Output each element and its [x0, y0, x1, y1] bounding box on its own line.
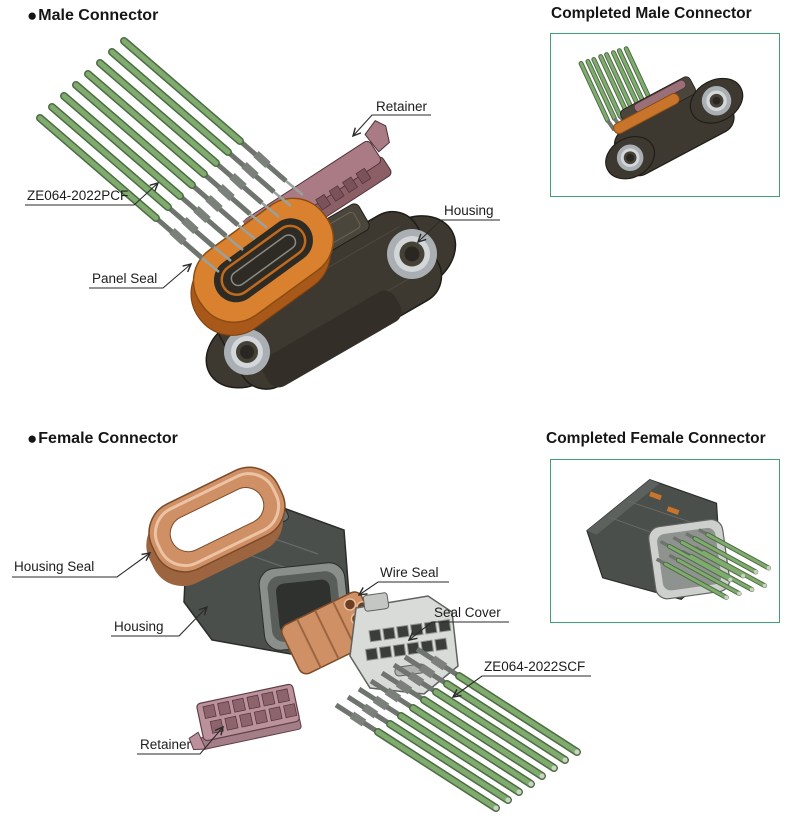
- male-wires: [37, 38, 243, 221]
- leader-seal-cover: [409, 621, 509, 640]
- completed-male-connector-image: [578, 46, 744, 180]
- label-male-housing: Housing: [444, 203, 494, 218]
- bullet-icon: ●: [27, 6, 38, 25]
- male-terminal-pins: [201, 180, 304, 273]
- leader-female-housing: [111, 607, 207, 637]
- leader-male-part-number: [25, 183, 158, 206]
- female-terminal-crimps: [349, 655, 448, 727]
- completed-male-heading: Completed Male Connector: [551, 5, 752, 22]
- leader-wire-seal: [359, 581, 449, 595]
- male-labels: Retainer ZE064-2022PCF Housing Panel Sea…: [25, 99, 500, 289]
- bullet-icon: ●: [27, 429, 38, 448]
- male-housing-metal-ring: [224, 229, 437, 375]
- female-housing-seal: [146, 466, 286, 587]
- leader-male-retainer: [353, 114, 431, 136]
- female-retainer: [188, 683, 302, 751]
- female-exploded-diagram: Housing Seal Housing Wire Seal Seal Cove…: [12, 466, 591, 812]
- female-wires: [375, 673, 580, 811]
- label-male-part-number: ZE064-2022PCF: [27, 188, 128, 203]
- male-exploded-diagram: Retainer ZE064-2022PCF Housing Panel Sea…: [25, 37, 500, 390]
- female-contact-wires: [334, 646, 581, 812]
- female-wire-tips: [493, 749, 580, 811]
- completed-male-connector-box: [550, 33, 780, 197]
- female-section-heading-text: Female Connector: [38, 430, 178, 447]
- male-contact-wires: [36, 37, 304, 273]
- leader-female-part-number: [453, 675, 591, 697]
- female-section-heading: ●Female Connector: [27, 429, 178, 449]
- male-terminal-crimps: [169, 151, 271, 245]
- label-seal-cover: Seal Cover: [434, 605, 501, 620]
- completed-female-connector-box: [550, 459, 780, 623]
- label-female-retainer: Retainer: [140, 737, 192, 752]
- leader-female-retainer: [137, 727, 223, 755]
- label-wire-seal: Wire Seal: [380, 565, 439, 580]
- male-section-heading: ●Male Connector: [27, 6, 158, 26]
- label-female-housing: Housing: [114, 619, 164, 634]
- leader-male-panel-seal: [89, 264, 191, 289]
- label-housing-seal: Housing Seal: [14, 559, 94, 574]
- label-male-panel-seal: Panel Seal: [92, 271, 157, 286]
- completed-female-heading: Completed Female Connector: [546, 430, 766, 447]
- female-labels: Housing Seal Housing Wire Seal Seal Cove…: [12, 553, 591, 755]
- label-male-retainer: Retainer: [376, 99, 428, 114]
- completed-female-connector-image: [586, 478, 772, 601]
- leader-housing-seal: [12, 553, 150, 578]
- label-female-part-number: ZE064-2022SCF: [484, 659, 585, 674]
- leader-male-housing: [418, 219, 500, 242]
- male-section-heading-text: Male Connector: [38, 7, 159, 24]
- male-panel-seal: [190, 197, 335, 336]
